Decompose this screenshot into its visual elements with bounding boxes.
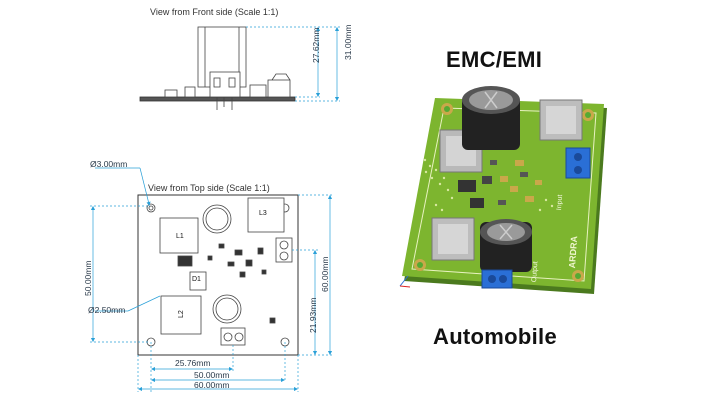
pcb-3d-render <box>399 86 607 294</box>
dim-right-inner: 21.93mm <box>308 297 318 333</box>
dim-front-height-outer: 31.00mm <box>343 24 353 60</box>
dim-bottom-mid: 50.00mm <box>194 370 230 380</box>
front-view-dimensions <box>246 26 340 102</box>
top-view-drawing <box>137 194 299 356</box>
hole-diameter-top: Ø3.00mm <box>90 159 128 169</box>
dim-bottom-outer: 60.00mm <box>194 380 230 390</box>
silk-output: Output <box>531 261 540 283</box>
front-view-title: View from Front side (Scale 1:1) <box>150 7 279 17</box>
top-view-title: View from Top side (Scale 1:1) <box>148 183 270 193</box>
front-view-drawing <box>139 26 296 110</box>
label-l2: L2 <box>178 310 185 318</box>
dim-right-outer: 60.00mm <box>320 256 330 292</box>
top-view-dimensions <box>90 167 333 392</box>
hole-diameter-left: Ø2.50mm <box>88 305 126 315</box>
dim-front-height-inner: 27.62mm <box>311 27 321 63</box>
dim-bottom-inner: 25.76mm <box>175 358 211 368</box>
label-l1: L1 <box>176 233 184 240</box>
label-d1: D1 <box>192 276 201 283</box>
silk-input: Input <box>556 194 565 211</box>
headline-emc-emi: EMC/EMI <box>446 47 543 72</box>
dim-left-vertical: 50.00mm <box>83 260 93 296</box>
headline-automobile: Automobile <box>433 324 557 349</box>
label-l3: L3 <box>259 210 267 217</box>
